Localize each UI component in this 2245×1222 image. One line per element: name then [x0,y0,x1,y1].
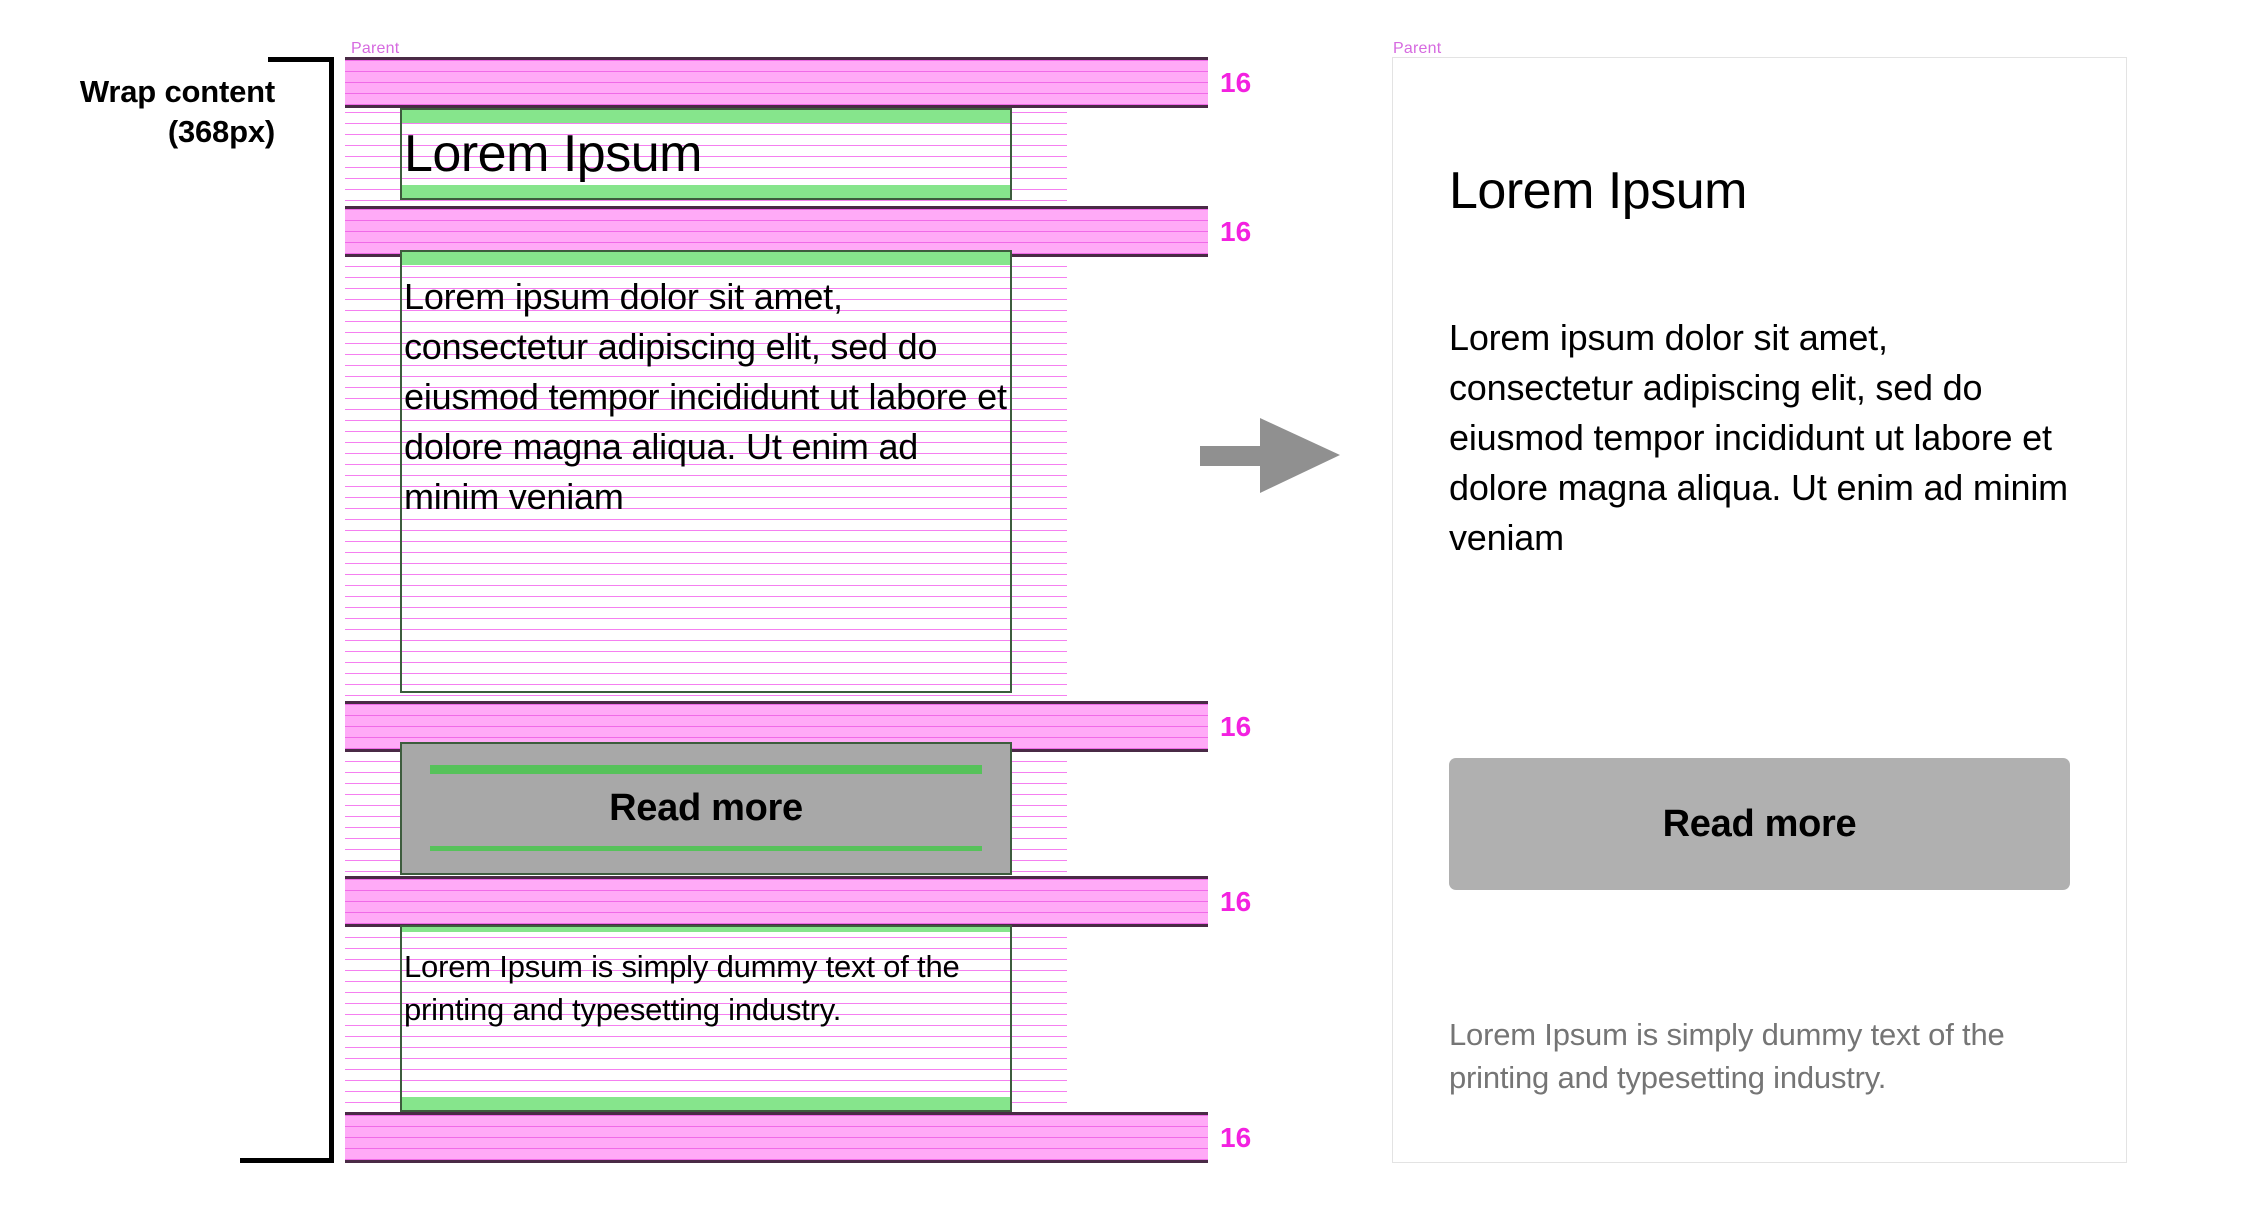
card-caption: Lorem Ipsum is simply dummy text of the … [1449,1017,2005,1095]
read-more-button-wireframe[interactable]: Read more [400,742,1012,875]
spacer-grid-5 [345,1115,1208,1160]
rendered-card: Lorem Ipsum Lorem ipsum dolor sit amet, … [1392,57,2127,1163]
title-guide-bottom [402,185,1010,198]
title-wireframe-box: Lorem Ipsum [400,108,1012,200]
parent-label-right: Parent [1393,40,1442,57]
bracket-arm-top [268,57,334,62]
arrow-shaft [1200,446,1278,466]
spacer-grid-3 [345,704,1208,749]
spacer-bar-1: 16 [345,57,1251,108]
spacer-value-5: 16 [1220,1121,1252,1153]
card-body-text: Lorem ipsum dolor sit amet, consectetur … [1449,317,2068,558]
spacer-bar-4: 16 [345,876,1251,927]
wrap-content-label-line2: (368px) [167,114,275,150]
spacer-value-2: 16 [1220,215,1252,247]
caption-wireframe-box: Lorem Ipsum is simply dummy text of the … [400,925,1012,1112]
spacer-grid-4 [345,879,1208,924]
wrap-content-annotation: Wrap content (368px) [60,72,275,153]
spacer-value-3: 16 [1220,710,1252,742]
button-guide-top [430,765,982,774]
title-guide-top [402,110,1010,123]
card-content: Lorem Ipsum Lorem ipsum dolor sit amet, … [1449,58,2070,1162]
bracket-arm-bottom [240,1158,334,1163]
spacer-bar-2: 16 [345,206,1251,257]
spacer-grid-2 [345,209,1208,254]
card-title: Lorem Ipsum [1449,162,1747,220]
read-more-button[interactable]: Read more [1449,758,2070,890]
bracket-vertical-line [329,57,334,1163]
button-guide-bottom [430,846,982,851]
wrap-content-label-line1: Wrap content [79,74,275,109]
spacer-bar-5: 16 [345,1112,1251,1163]
button-label-wireframe: Read more [609,787,803,829]
spacer-value-1: 16 [1220,66,1252,98]
body-text-wireframe: Lorem ipsum dolor sit amet, consectetur … [404,276,1007,517]
arrow-head [1260,418,1340,493]
spacer-value-4: 16 [1220,885,1252,917]
caption-guide-top [402,927,1010,932]
arrow-right-icon [1200,418,1340,493]
caption-guide-bottom [402,1097,1010,1110]
measurement-bracket [240,57,334,1163]
spacer-grid-1 [345,60,1208,105]
parent-label-left: Parent [351,40,400,57]
caption-text-wireframe: Lorem Ipsum is simply dummy text of the … [404,949,960,1027]
body-wireframe-box: Lorem ipsum dolor sit amet, consectetur … [400,250,1012,693]
body-guide-top [402,252,1010,265]
title-text-wireframe: Lorem Ipsum [404,125,702,183]
